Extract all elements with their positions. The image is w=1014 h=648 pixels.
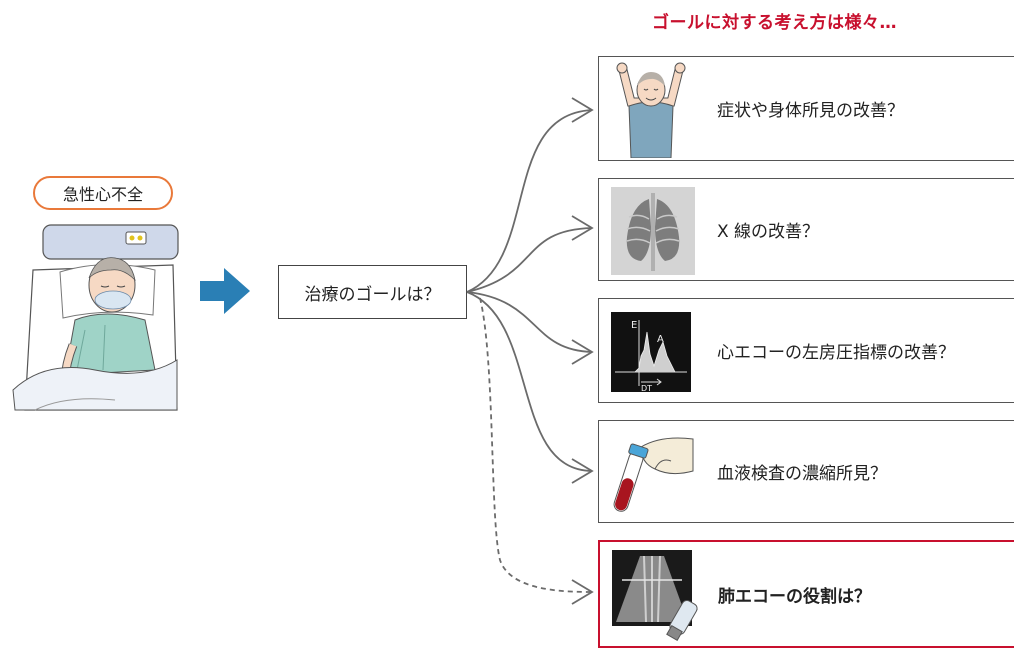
goal-box-blood-test: 血液検査の濃縮所見？	[598, 420, 1014, 523]
goal-label-blood-test: 血液検査の濃縮所見？	[717, 464, 887, 484]
goal-label-echo: 心エコーの左房圧指標の改善？	[717, 343, 955, 363]
patient-in-bed-illustration	[12, 224, 179, 411]
goal-box-symptoms: 症状や身体所見の改善？	[598, 56, 1014, 161]
connector-to-goal-2	[466, 227, 593, 293]
connector-to-goal-1	[466, 109, 593, 293]
blood-test-tube-icon	[613, 437, 694, 512]
goal-box-echo: E A DT 心エコーの左房圧指標の改善？	[598, 298, 1014, 403]
patient-condition-label: 急性心不全	[33, 176, 173, 210]
right-arrow-icon	[200, 268, 250, 314]
cheering-man-icon	[616, 62, 686, 158]
treatment-goal-question: 治療のゴールは？	[278, 265, 467, 319]
doppler-echo-icon: E A DT	[611, 312, 691, 392]
diagram-heading: ゴールに対する考え方は様々…	[652, 13, 897, 33]
goal-label-xray: X 線の改善？	[717, 222, 820, 242]
echo-label-a: A	[657, 334, 664, 345]
lung-ultrasound-icon	[612, 550, 698, 642]
echo-label-e: E	[631, 320, 637, 331]
goal-box-lung-echo: 肺エコーの役割は？	[598, 540, 1014, 648]
goal-label-lung-echo: 肺エコーの役割は？	[718, 586, 871, 607]
connector-to-goal-5-dashed	[479, 297, 593, 593]
goal-box-xray: X 線の改善？	[598, 178, 1014, 281]
goal-label-symptoms: 症状や身体所見の改善？	[717, 101, 904, 121]
chest-xray-icon	[611, 187, 695, 275]
connector-to-goal-3	[466, 291, 593, 353]
echo-label-dt: DT	[641, 384, 652, 392]
connector-to-goal-4	[466, 291, 593, 472]
